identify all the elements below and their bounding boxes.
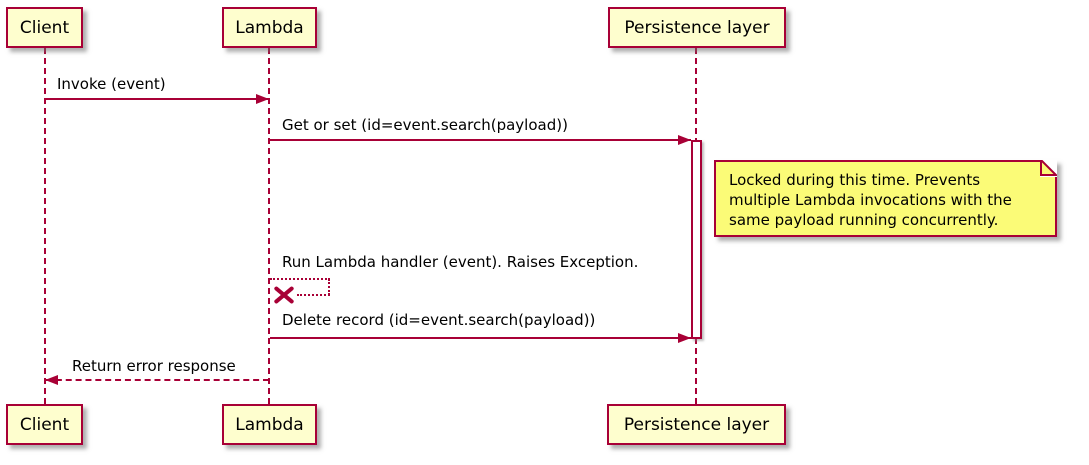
message-delete-record-line xyxy=(270,337,691,339)
participant-lambda-bottom: Lambda xyxy=(222,404,317,445)
message-run-handler-label: Run Lambda handler (event). Raises Excep… xyxy=(282,253,639,271)
note-line-2: multiple Lambda invocations with the xyxy=(729,191,1012,209)
note-line-3: same payload running concurrently. xyxy=(729,211,999,229)
participant-persistence-top: Persistence layer xyxy=(608,7,786,48)
message-return-error-line xyxy=(46,379,269,381)
note-locked: Locked during this time. Prevents multip… xyxy=(714,160,1057,237)
message-invoke-label: Invoke (event) xyxy=(57,75,166,93)
participant-client-bottom: Client xyxy=(6,404,83,445)
self-message-right-segment xyxy=(328,279,330,295)
participant-persistence-bottom: Persistence layer xyxy=(607,404,786,445)
message-return-error-label: Return error response xyxy=(72,357,236,375)
note-fold-icon xyxy=(1040,160,1057,177)
message-delete-record-label: Delete record (id=event.search(payload)) xyxy=(282,311,596,329)
message-invoke-line xyxy=(45,98,269,100)
message-get-or-set-line xyxy=(270,139,691,141)
participant-lambda-label: Lambda xyxy=(235,17,304,38)
participant-client-top: Client xyxy=(6,7,83,48)
arrowhead-right-icon xyxy=(678,333,691,343)
arrowhead-right-icon xyxy=(678,135,691,145)
note-line-1: Locked during this time. Prevents xyxy=(729,171,981,189)
lifeline-client xyxy=(44,48,46,404)
self-message-top-segment xyxy=(270,278,330,280)
participant-persistence-label: Persistence layer xyxy=(624,17,770,38)
participant-lambda-top: Lambda xyxy=(222,7,317,48)
participant-client-label: Client xyxy=(19,414,70,435)
arrowhead-left-icon xyxy=(45,375,58,385)
participant-lambda-label: Lambda xyxy=(235,414,304,435)
message-get-or-set-label: Get or set (id=event.search(payload)) xyxy=(282,116,568,134)
arrowhead-right-icon xyxy=(256,94,269,104)
self-message-bottom-segment xyxy=(297,294,330,296)
lost-message-x-icon xyxy=(273,285,295,305)
lifeline-lambda xyxy=(268,48,270,404)
activation-bar-persistence xyxy=(691,140,702,339)
participant-persistence-label: Persistence layer xyxy=(623,414,770,435)
participant-client-label: Client xyxy=(19,17,70,38)
